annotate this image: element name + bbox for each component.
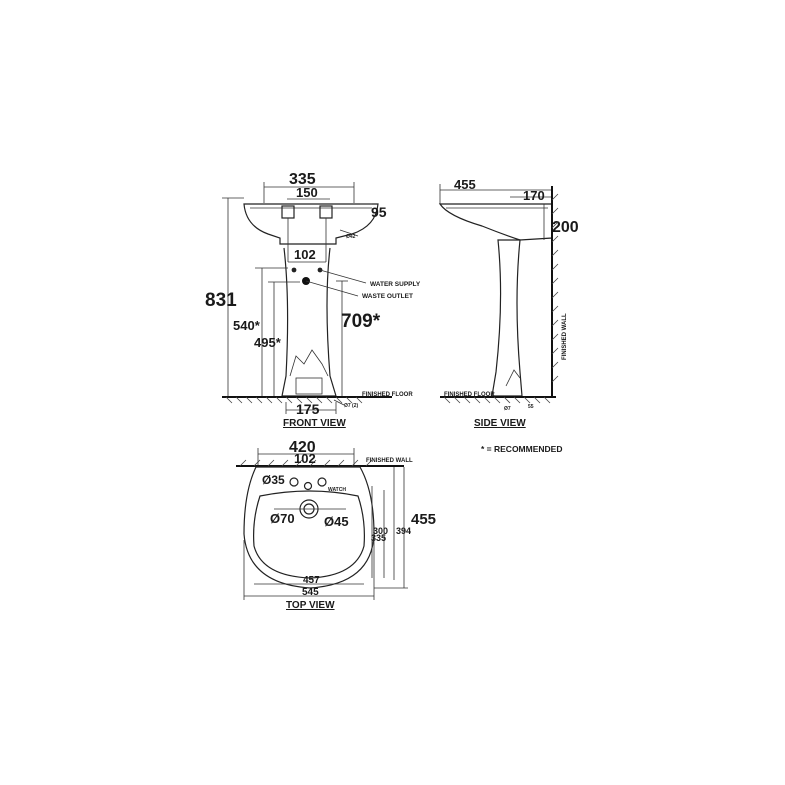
side-label-finished-floor: FINISHED FLOOR: [444, 392, 495, 398]
top-view: 420 FINISHED WALL 102 Ø35 WATCH Ø70 Ø45 …: [236, 439, 436, 611]
top-depth-394: 394: [396, 526, 411, 536]
side-wall-offset: 170: [523, 188, 545, 203]
pedestal-side: [491, 239, 523, 397]
basin-front-outline: [243, 203, 379, 245]
side-depth: 455: [454, 177, 476, 192]
side-view: 455 170 200 FINISHED WALL: [438, 177, 579, 454]
side-wall-hatch: [551, 193, 559, 383]
top-label-finished-wall: FINISHED WALL: [366, 458, 413, 464]
top-wall-hatch: [239, 459, 373, 467]
front-right-dim: 95: [371, 204, 387, 220]
front-tiny-right: Ø42: [346, 234, 356, 240]
top-center-spacing: 102: [294, 451, 316, 466]
tap-hole-right: [317, 477, 327, 487]
label-water-supply: WATER SUPPLY: [370, 281, 421, 288]
basin-side-outline: [438, 203, 553, 241]
top-drain-dim: Ø45: [324, 514, 349, 529]
front-width-inner: 150: [296, 185, 318, 200]
front-waste-height: 709*: [341, 311, 381, 332]
recommended-legend: * = RECOMMENDED: [481, 444, 562, 454]
front-floor-hatch: [225, 396, 363, 404]
front-height-left1: 540*: [233, 318, 261, 333]
side-label-finished-wall: FINISHED WALL: [562, 313, 568, 360]
basin-top-outer: [243, 466, 375, 589]
top-depth-300: 300: [373, 526, 388, 536]
front-height-left2: 495*: [254, 335, 282, 350]
top-depth-335: 335: [371, 533, 386, 543]
top-tiny-overflow: WATCH: [328, 487, 346, 493]
side-tiny-right: 55: [528, 404, 534, 410]
front-view-title: FRONT VIEW: [283, 418, 346, 429]
top-overflow-dim: Ø70: [270, 511, 295, 526]
side-view-title: SIDE VIEW: [474, 418, 526, 429]
side-tiny-left: Ø7: [504, 406, 511, 412]
front-height-total: 831: [205, 290, 237, 311]
tap-hole-centre: [303, 481, 313, 491]
top-width: 420: [289, 439, 316, 456]
tap-hole-left: [289, 477, 299, 487]
top-outer-width: 545: [302, 587, 319, 598]
side-height: 200: [552, 219, 579, 236]
top-view-title: TOP VIEW: [286, 600, 335, 611]
top-tap-hole: Ø35: [262, 473, 285, 487]
basin-top-inner: [253, 490, 365, 579]
label-waste-outlet: WASTE OUTLET: [362, 293, 413, 300]
front-tiny-base: Ø7 (2): [344, 403, 359, 409]
top-inner-width: 457: [303, 575, 320, 586]
front-width-outer: 335: [289, 171, 316, 188]
pedestal-front: [281, 247, 337, 397]
front-center-spacing: 102: [294, 247, 316, 262]
water-supply-left-point: [291, 267, 297, 273]
front-view: 335 150 95 Ø42 102 WATER SUPPLY WASTE OU…: [205, 171, 421, 429]
front-base-width: 175: [296, 401, 320, 417]
top-depth-455: 455: [411, 511, 436, 528]
side-floor-hatch: [443, 396, 551, 404]
front-label-finished-floor: FINISHED FLOOR: [362, 392, 413, 398]
